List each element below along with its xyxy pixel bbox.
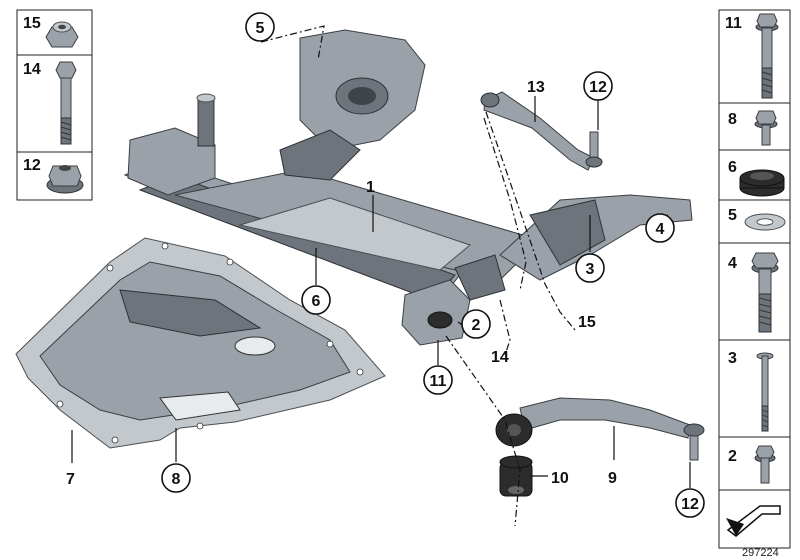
svg-text:12: 12 [681, 496, 699, 513]
screw-icon [754, 445, 776, 484]
callout-9: 9 [608, 470, 617, 487]
svg-text:4: 4 [656, 221, 665, 238]
hex-bolt-icon [755, 13, 779, 99]
svg-text:6: 6 [312, 293, 321, 310]
right-parts-column: 11 8 6 5 4 [718, 9, 791, 549]
left-label-14: 14 [23, 61, 41, 78]
callout-15: 15 [578, 314, 596, 331]
hex-bolt-icon [751, 252, 779, 333]
direction-arrow-icon [726, 505, 781, 537]
svg-text:2: 2 [472, 317, 481, 334]
flange-nut-icon [46, 165, 84, 194]
rubber-mount-icon [739, 169, 785, 197]
screw-icon [754, 110, 778, 146]
underbody-shield [15, 237, 386, 449]
right-label-2: 2 [728, 448, 737, 465]
callout-12-top: 12 [583, 71, 613, 101]
svg-text:11: 11 [430, 373, 447, 390]
callout-12-bottom: 12 [675, 488, 705, 518]
right-label-5: 5 [728, 207, 737, 224]
collar-nut-icon [45, 21, 79, 48]
svg-text:8: 8 [172, 471, 181, 488]
callout-7: 7 [66, 471, 75, 488]
callout-14: 14 [491, 349, 509, 366]
hex-bolt-icon [55, 61, 77, 145]
right-label-4: 4 [728, 255, 737, 272]
image-id: 297224 [742, 547, 779, 559]
left-label-12: 12 [23, 157, 41, 174]
callout-11: 11 [423, 365, 453, 395]
leader-lines [71, 25, 691, 527]
washer-icon [744, 213, 786, 231]
right-label-6: 6 [728, 159, 737, 176]
svg-text:12: 12 [589, 79, 607, 96]
callout-6: 6 [301, 285, 331, 315]
callout-3: 3 [575, 253, 605, 283]
callout-8: 8 [161, 463, 191, 493]
svg-text:3: 3 [586, 261, 595, 278]
rubber-mount-10 [499, 455, 533, 497]
left-parts-column: 15 14 12 [16, 9, 93, 201]
screw-icon [756, 352, 774, 432]
right-label-8: 8 [728, 111, 737, 128]
callout-13: 13 [527, 79, 545, 96]
right-label-3: 3 [728, 350, 737, 367]
callout-4: 4 [645, 213, 675, 243]
left-label-15: 15 [23, 15, 41, 32]
svg-text:5: 5 [256, 20, 265, 37]
callout-2: 2 [461, 309, 491, 339]
callout-10: 10 [551, 470, 569, 487]
callout-1: 1 [366, 179, 375, 196]
front-axle-carrier [123, 29, 693, 346]
tension-strut [495, 397, 705, 461]
wishbone-upper [480, 91, 603, 171]
right-label-11: 11 [725, 15, 742, 32]
callout-5: 5 [245, 12, 275, 42]
callouts: 1 2 3 4 5 6 7 8 9 10 11 [66, 12, 705, 518]
